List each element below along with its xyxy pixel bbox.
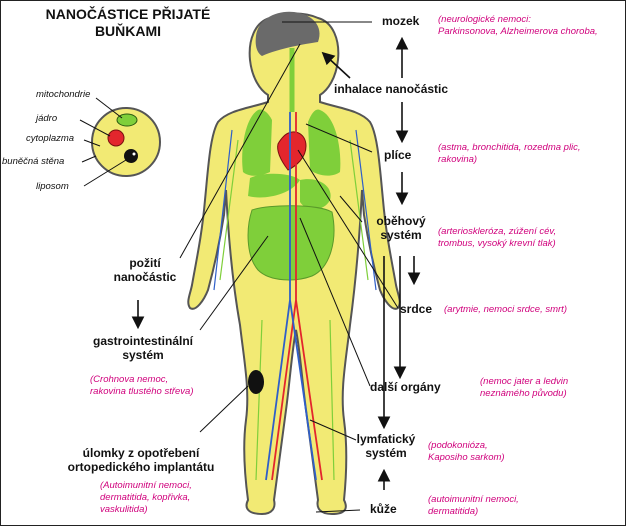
figure-title: NANOČÁSTICE PŘIJATÉ BUŇKAMI bbox=[28, 6, 228, 40]
disease-lungs: (astma, bronchitida, rozedma plic, rakov… bbox=[438, 142, 581, 166]
disease-orthopedic-line-3: vaskulitida) bbox=[100, 504, 148, 515]
aorta bbox=[271, 112, 323, 481]
node-gastrointestinal: gastrointestinální systém bbox=[88, 334, 198, 362]
disease-gastrointestinal: (Crohnova nemoc, rakovina tlustého střev… bbox=[90, 374, 194, 398]
label-nucleus: jádro bbox=[36, 113, 58, 124]
leader-lungs bbox=[305, 123, 373, 153]
disease-lungs-line-1: (astma, bronchitida, rozedma plic, bbox=[438, 142, 581, 153]
lymph-vessels bbox=[219, 139, 369, 481]
leader-cytoplasm bbox=[83, 139, 101, 147]
disease-heart: (arytmie, nemoci srdce, smrt) bbox=[444, 304, 567, 315]
node-lungs: plíce bbox=[384, 148, 412, 162]
node-orthopedic-line-2: ortopedického implantátu bbox=[67, 460, 215, 474]
node-circulatory-line-2: systém bbox=[380, 228, 422, 242]
disease-orthopedic: (Autoimunitní nemoci, dermatitida, kopři… bbox=[100, 480, 192, 516]
arrow-inhale-to-nose bbox=[321, 51, 351, 79]
disease-other-line-1: (nemoc jater a ledvin bbox=[480, 376, 569, 387]
node-ingestion-line-1: požití bbox=[129, 256, 161, 270]
title-line-2: BUŇKAMI bbox=[94, 23, 162, 39]
disease-circulatory-line-2: trombus, vysoký krevní tlak) bbox=[438, 238, 556, 249]
node-lymphatic-line-1: lymfatický bbox=[356, 432, 416, 446]
cell-mitochondria bbox=[116, 113, 138, 127]
node-gi-line-1: gastrointestinální bbox=[92, 334, 193, 348]
leader-ingest bbox=[179, 43, 301, 259]
node-skin: kůže bbox=[370, 502, 397, 516]
leader-gi bbox=[199, 235, 269, 331]
brain-shape bbox=[255, 11, 320, 56]
stomach bbox=[300, 179, 331, 210]
title-line-1: NANOČÁSTICE PŘIJATÉ bbox=[45, 6, 211, 22]
disease-gi-line-1: (Crohnova nemoc, bbox=[90, 374, 169, 385]
label-cell-wall: buněčná stěna bbox=[2, 156, 65, 167]
node-orthopedic-line-1: úlomky z opotřebení bbox=[82, 446, 200, 460]
label-liposome: liposom bbox=[36, 181, 69, 192]
disease-brain-line-1: (neurologické nemoci: bbox=[438, 14, 531, 25]
label-mitochondria: mitochondrie bbox=[36, 89, 91, 100]
leader-circ bbox=[339, 195, 363, 223]
node-lymphatic: lymfatický systém bbox=[356, 432, 416, 460]
leader-lymph bbox=[309, 419, 357, 441]
node-other-organs: další orgány bbox=[370, 380, 441, 394]
node-ingestion-line-2: nanočástic bbox=[113, 270, 177, 284]
disease-skin: (autoimunitní nemoci, dermatitida) bbox=[428, 494, 519, 518]
node-gi-line-2: systém bbox=[122, 348, 164, 362]
leader-cell-wall bbox=[81, 155, 97, 163]
liposome-dot bbox=[132, 152, 136, 156]
disease-brain: (neurologické nemoci: Parkinsonova, Alzh… bbox=[438, 14, 598, 38]
disease-brain-line-2: Parkinsonova, Alzheimerova choroba, bbox=[438, 26, 598, 37]
cell-liposome bbox=[124, 149, 138, 163]
leader-skin bbox=[315, 509, 361, 513]
node-ingestion: požití nanočástic bbox=[112, 256, 178, 284]
leader-other bbox=[299, 217, 371, 387]
leader-heart bbox=[297, 149, 399, 309]
disease-orthopedic-line-2: dermatitida, kopřivka, bbox=[100, 492, 191, 503]
disease-other-line-2: neznámého původu) bbox=[480, 388, 567, 399]
leader-nucleus bbox=[79, 119, 111, 137]
disease-gi-line-2: rakovina tlustého střeva) bbox=[90, 386, 194, 397]
disease-lymphatic-line-1: (podokonióza, bbox=[428, 440, 488, 451]
cell-inset bbox=[91, 107, 161, 177]
node-heart: srdce bbox=[400, 302, 433, 316]
liver bbox=[248, 173, 300, 198]
node-orthopedic: úlomky z opotřebení ortopedického implan… bbox=[56, 446, 226, 474]
implant-debris bbox=[248, 370, 264, 394]
leader-liposome bbox=[83, 159, 127, 187]
disease-orthopedic-line-1: (Autoimunitní nemoci, bbox=[100, 480, 192, 491]
node-circulatory-line-1: oběhový bbox=[376, 214, 426, 228]
left-lung bbox=[242, 109, 272, 176]
leader-ortho bbox=[199, 385, 249, 433]
arm-vessels bbox=[213, 129, 377, 291]
right-lung bbox=[308, 109, 341, 176]
disease-skin-line-2: dermatitida) bbox=[428, 506, 479, 517]
node-lymphatic-line-2: systém bbox=[365, 446, 407, 460]
vena-cava bbox=[265, 112, 317, 481]
leader-mitochondria bbox=[95, 97, 123, 119]
intestines bbox=[247, 205, 335, 281]
disease-skin-line-1: (autoimunitní nemoci, bbox=[428, 494, 519, 505]
node-inhalation: inhalace nanočástic bbox=[334, 82, 449, 96]
disease-lymphatic: (podokonióza, Kaposiho sarkom) bbox=[428, 440, 505, 464]
heart-shape bbox=[277, 131, 307, 171]
disease-lungs-line-2: rakovina) bbox=[438, 154, 478, 165]
label-cytoplasm: cytoplazma bbox=[26, 133, 75, 144]
disease-circulatory-line-1: (arterioskleróza, zúžení cév, bbox=[438, 226, 557, 237]
cell-nucleus bbox=[107, 129, 125, 147]
node-circulatory: oběhový systém bbox=[376, 214, 426, 242]
disease-other: (nemoc jater a ledvin neznámého původu) bbox=[480, 376, 568, 400]
node-brain: mozek bbox=[382, 14, 420, 28]
disease-circulatory: (arterioskleróza, zúžení cév, trombus, v… bbox=[438, 226, 556, 250]
disease-lymphatic-line-2: Kaposiho sarkom) bbox=[428, 452, 505, 463]
